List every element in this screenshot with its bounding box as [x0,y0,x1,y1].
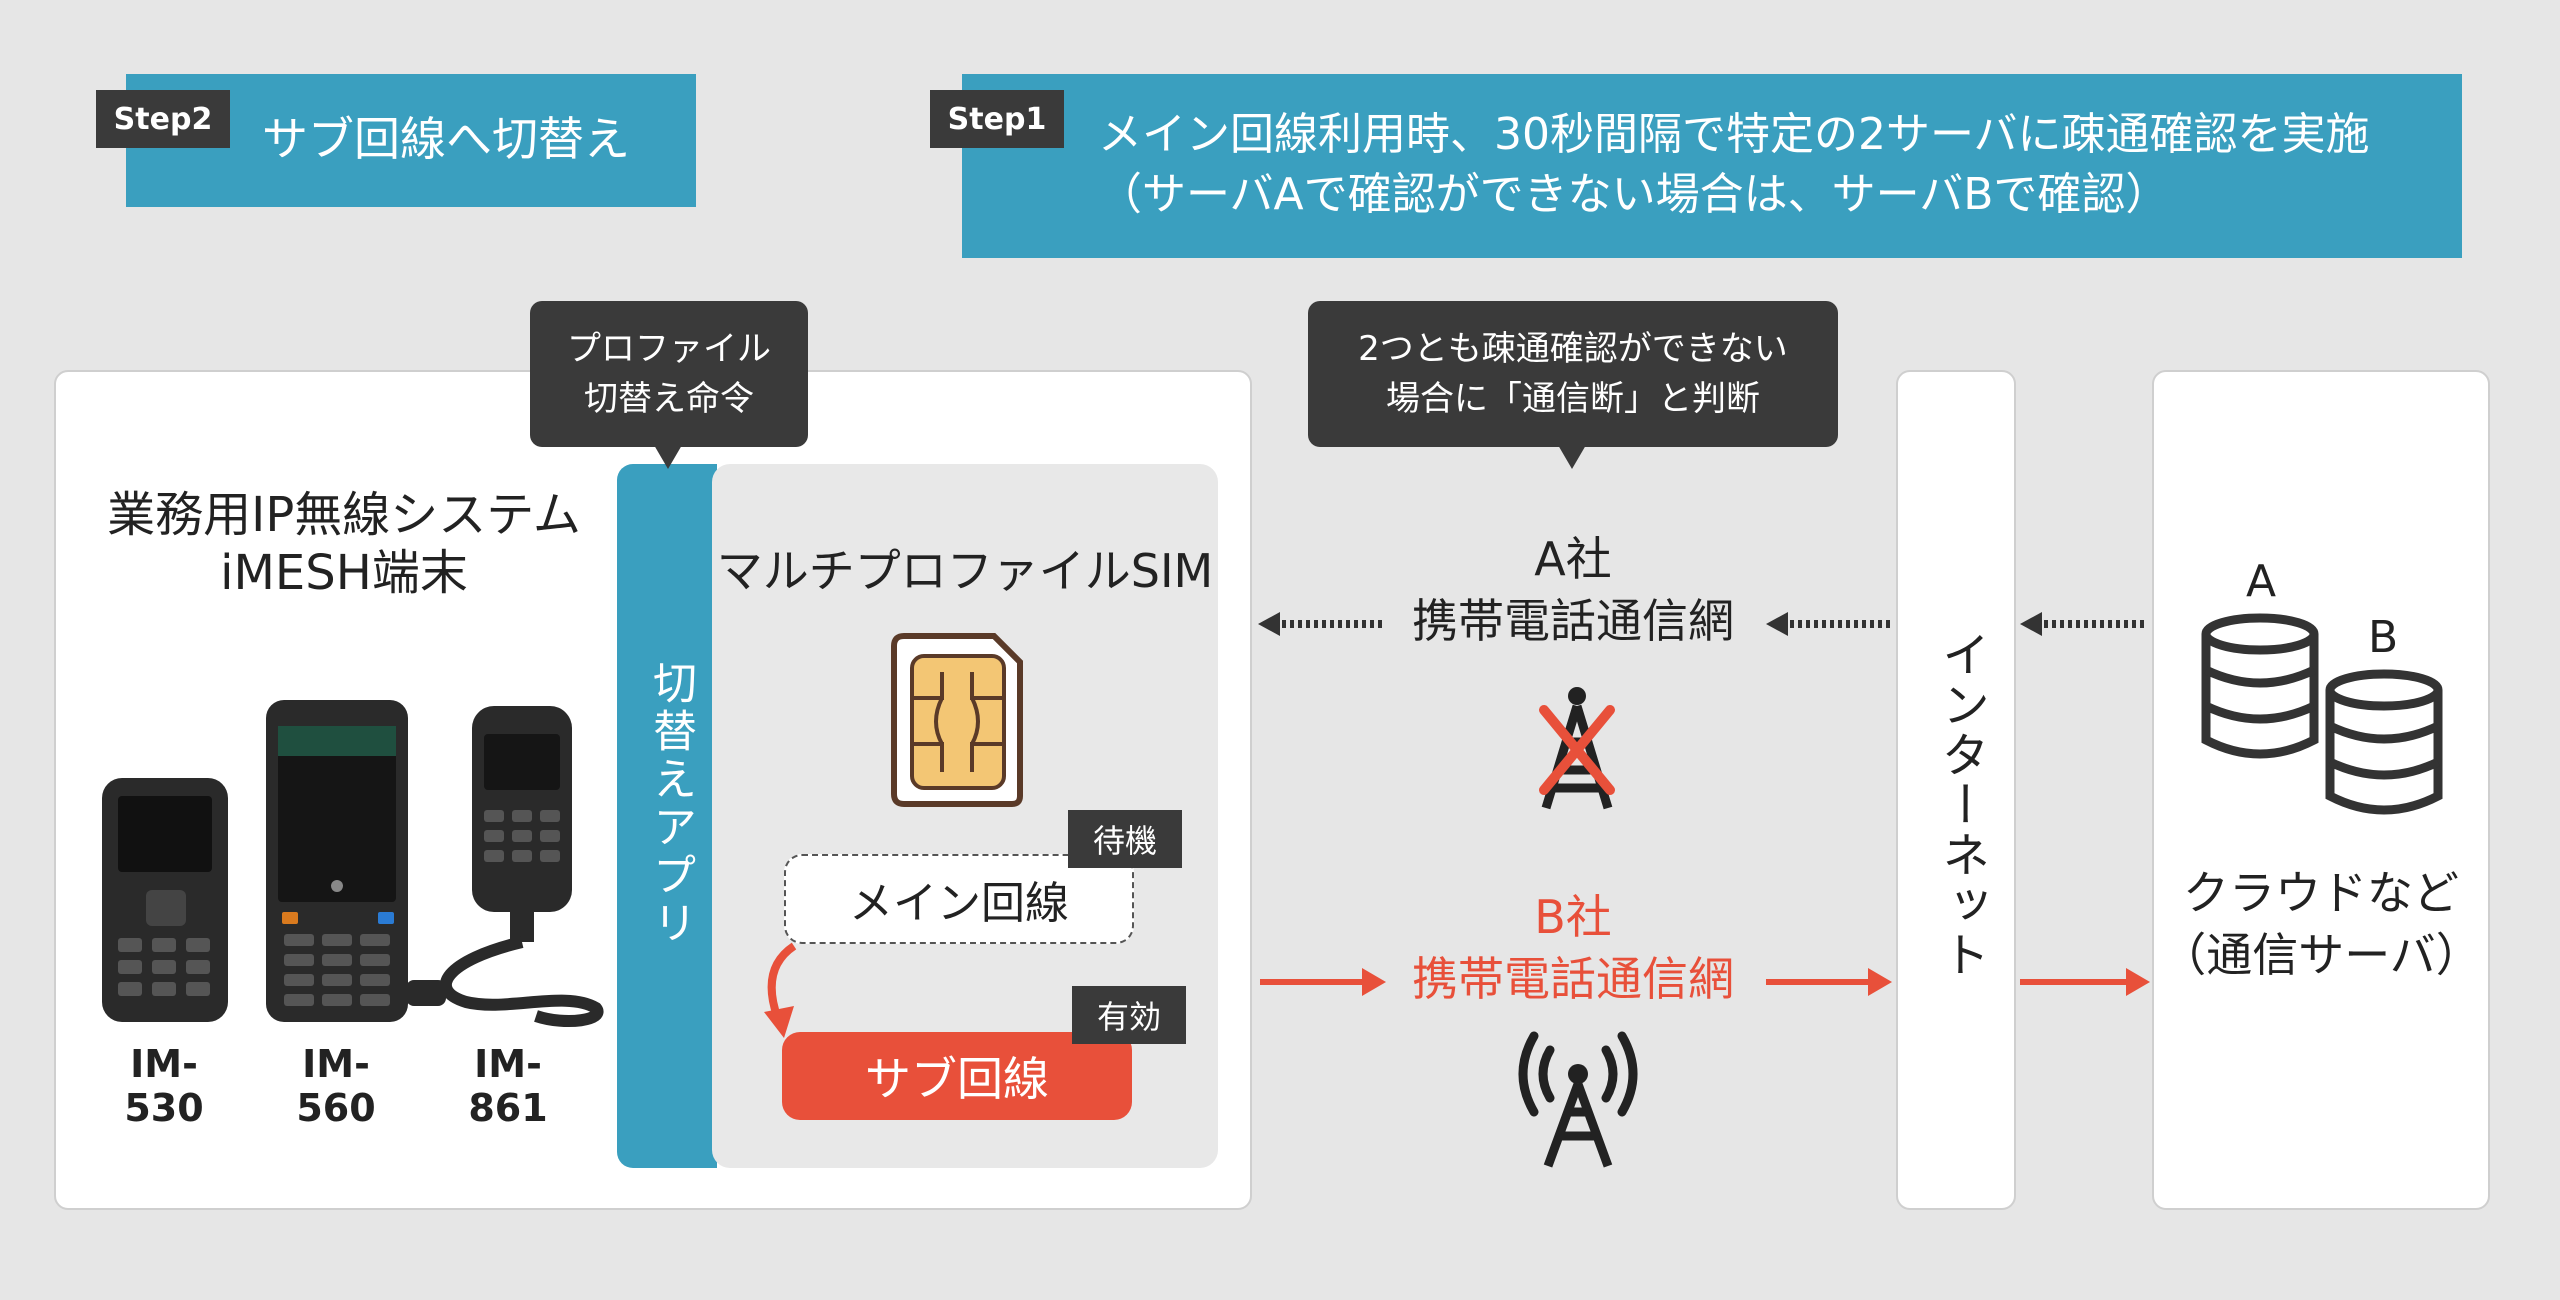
carrier-a-label: A社 携帯電話通信網 [1360,528,1786,652]
terminal-title-line2: iMESH端末 [220,545,468,601]
terminal-title-line1: 業務用IP無線システム [107,487,581,543]
cloud-label: クラウドなど （通信サーバ） [2152,862,2490,986]
bubble-left-tail [654,445,682,469]
server-a-label: A [2246,556,2277,607]
step2-text: サブ回線へ切替え [262,112,630,166]
terminal-title: 業務用IP無線システム iMESH端末 [84,486,604,602]
server-b-label: B [2368,612,2399,663]
arrow-b-to-internet [1766,968,1892,996]
switch-app-bar [617,464,717,1168]
bubble-left-line1: プロファイル [567,329,771,369]
sub-line-box: サブ回線 [782,1032,1132,1120]
carrier-a-name: A社 [1534,532,1612,586]
model-im-861: IM-861 [468,1042,548,1130]
switch-app-label: 切替えアプリ [645,660,696,948]
carrier-a-network: 携帯電話通信網 [1412,594,1734,648]
sim-card-icon [891,633,1023,807]
arrow-internet-to-cloud [2020,968,2150,996]
switch-arrow-icon [764,942,797,1038]
arrow-cloud-to-internet [2020,612,2144,636]
step1-line1: メイン回線利用時、30秒間隔で特定の2サーバに疎通確認を実施 [1098,109,2370,160]
cloud-panel [2152,370,2490,1210]
model-im-530: IM-530 [124,1042,204,1130]
tower-b-active-icon [1518,1031,1638,1168]
cloud-label-line2: （通信サーバ） [2160,928,2482,982]
carrier-b-network: 携帯電話通信網 [1412,952,1734,1006]
im-560-device [266,700,408,1022]
devices-illustration [102,700,604,1027]
profile-switch-command-bubble: プロファイル 切替え命令 [530,301,808,469]
server-b-database-icon [2325,669,2443,815]
main-line-tag: 待機 [1068,810,1182,868]
main-line-box: メイン回線 [784,854,1134,944]
bubble-center-line1: 2つとも疎通確認ができない [1358,329,1788,369]
sim-title: マルチプロファイルSIM [716,544,1214,598]
step1-box: メイン回線利用時、30秒間隔で特定の2サーバに疎通確認を実施 （サーバAで確認が… [962,74,2462,258]
carrier-b-label: B社 携帯電話通信網 [1360,886,1786,1010]
carrier-b-name: B社 [1534,890,1612,944]
step2-tag: Step2 [96,90,230,148]
internet-panel [1896,370,2016,1210]
sub-line-tag: 有効 [1072,986,1186,1044]
im-530-device [102,778,228,1022]
cloud-label-line1: クラウドなど [2183,866,2459,920]
bubble-center-tail [1558,445,1586,469]
bubble-left-line2: 切替え命令 [584,379,754,419]
bubble-center-line2: 場合に「通信断」と判断 [1386,379,1760,419]
step1-tag: Step1 [930,90,1064,148]
internet-label: インターネット [1933,630,1989,980]
model-im-560: IM-560 [296,1042,376,1130]
im-861-device [406,706,604,1027]
tower-a-down-icon [1539,687,1615,810]
step1-line2: （サーバAで確認ができない場合は、サーバBで確認） [1098,169,2170,220]
arrow-terminal-to-b [1260,968,1386,996]
server-a-database-icon [2201,613,2319,759]
disconnect-judgement-bubble: 2つとも疎通確認ができない 場合に「通信断」と判断 [1308,301,1838,469]
arrow-internet-to-a [1766,612,1890,636]
arrow-a-to-terminal [1258,612,1382,636]
